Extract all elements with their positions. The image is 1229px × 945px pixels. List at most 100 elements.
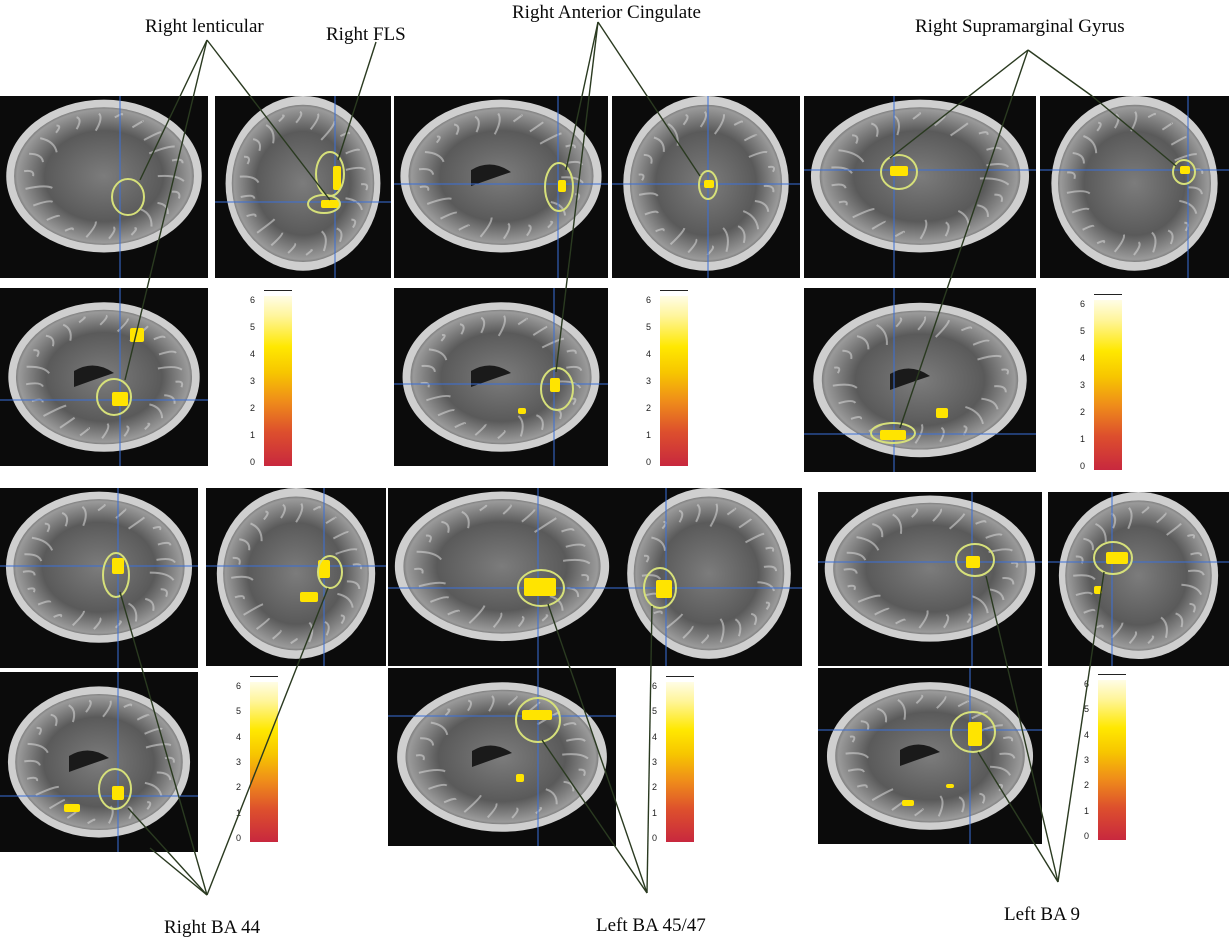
activation-blob: [902, 800, 914, 806]
colorbar-tick-label: 4: [652, 731, 658, 742]
brain-tissue: [633, 496, 785, 651]
mri-slice-panel: [818, 668, 1042, 844]
colorbar-tick-label: 6: [236, 681, 242, 691]
brain-tissue: [835, 689, 1025, 823]
activation-blob: [321, 200, 339, 208]
activation-blob: [704, 180, 714, 188]
mri-slice-panel: [804, 96, 1036, 278]
activation-blob: [936, 408, 948, 418]
label-right-ba44: Right BA 44: [164, 917, 261, 938]
mri-slice-panel: [388, 668, 616, 846]
brain-tissue: [821, 310, 1019, 450]
colorbar-tick-label: 0: [1084, 831, 1090, 841]
activation-blob: [64, 804, 80, 812]
activation-blob: [112, 558, 124, 574]
brain-slice-image: [804, 96, 1036, 278]
brain-slice-image: [388, 668, 616, 846]
mri-slice-panel: [818, 492, 1042, 666]
brain-slice-image: [215, 96, 391, 278]
colorbar-tick-label: 5: [236, 706, 242, 717]
colorbar-tick-label: 2: [250, 403, 256, 413]
colorbar-top-line: [666, 676, 694, 677]
label-left-ba4547: Left BA 45/47: [596, 915, 706, 936]
colorbar-tick-label: 1: [250, 430, 256, 440]
colorbar-tick-label: 2: [1084, 780, 1090, 791]
brain-tissue: [15, 309, 193, 445]
mri-slice-panel: [804, 288, 1036, 472]
colorbar-tick-label: 6: [1080, 299, 1086, 309]
colorbar-tick-label: 3: [250, 376, 256, 386]
colorbar-tick-label: 3: [1080, 380, 1086, 390]
mri-slice-panel: [0, 288, 208, 466]
colorbar-top-line: [660, 290, 688, 291]
colorbar-tick-label: 5: [1084, 704, 1090, 715]
activation-blob: [112, 786, 124, 800]
colorbar-tick-label: 2: [652, 782, 658, 793]
colorbar-tick-label: 5: [250, 322, 256, 332]
ventricle: [900, 744, 940, 766]
ventricle: [74, 365, 114, 387]
colorbar-tick-label: 6: [646, 295, 652, 305]
brain-slice-image: [818, 668, 1042, 844]
colorbar-top-line: [250, 676, 278, 677]
brain-slice-image: [394, 96, 608, 278]
label-right-anterior-cingulate: Right Anterior Cingulate: [512, 2, 701, 23]
brain-slice-image: [818, 492, 1042, 666]
activation-blob: [130, 328, 144, 342]
colorbar-tick-label: 0: [652, 833, 658, 843]
brain-slice-image: [0, 488, 198, 668]
brain-tissue: [231, 104, 375, 262]
mri-slice-panel: [206, 488, 386, 666]
colorbar-tick-label: 1: [1084, 805, 1090, 816]
colorbar-tick-label: 0: [236, 833, 242, 843]
colorbar-tick-label: 2: [236, 782, 242, 793]
mri-slice-panel: [612, 96, 800, 278]
leader-line: [1027, 49, 1093, 97]
colorbar-top-line: [264, 290, 292, 291]
activation-blob: [1094, 586, 1102, 594]
brain-slice-image: [0, 288, 208, 466]
brain-tissue: [833, 502, 1027, 635]
activation-blob: [656, 580, 672, 598]
colorbar-tick-label: 4: [250, 349, 256, 359]
mri-slice-panel: [616, 488, 802, 666]
label-right-lenticular: Right lenticular: [145, 16, 264, 37]
brain-tissue: [408, 107, 594, 245]
brain-tissue: [13, 499, 185, 636]
ventricle: [471, 164, 511, 187]
activation-blob: [518, 408, 526, 414]
colorbar-top-line: [1094, 294, 1122, 295]
mri-slice-panel: [0, 96, 208, 278]
activation-blob: [966, 556, 980, 568]
ventricle: [472, 745, 512, 767]
label-right-fls: Right FLS: [326, 24, 406, 45]
label-right-supramarginal-gyrus: Right Supramarginal Gyrus: [915, 16, 1125, 37]
brain-slice-image: [612, 96, 800, 278]
activation-blob: [333, 166, 341, 190]
colorbar-tick-label: 6: [652, 681, 658, 691]
colorbar-tick-label: 5: [1080, 326, 1086, 336]
sulci-pattern: [843, 508, 1019, 629]
ventricle: [471, 365, 511, 387]
activation-blob: [1180, 166, 1190, 174]
activation-blob: [1106, 552, 1128, 564]
colorbar-tick-label: 2: [1080, 407, 1086, 417]
colorbar-tick-label: 1: [646, 430, 652, 440]
mri-slice-panel: [1040, 96, 1229, 278]
activation-blob: [522, 710, 552, 720]
colorbar-tick-label: 6: [250, 295, 256, 305]
activation-blob: [516, 774, 524, 782]
colorbar-tick-label: 2: [646, 403, 652, 413]
colorbar-tick-label: 0: [1080, 461, 1086, 471]
colorbar-tick-label: 1: [652, 807, 658, 818]
mri-slice-panel: [0, 488, 198, 668]
brain-slice-image: [804, 288, 1036, 472]
label-left-ba9: Left BA 9: [1004, 904, 1080, 925]
mri-slice-panel: [1048, 492, 1229, 666]
mri-slice-panel: [0, 672, 198, 852]
